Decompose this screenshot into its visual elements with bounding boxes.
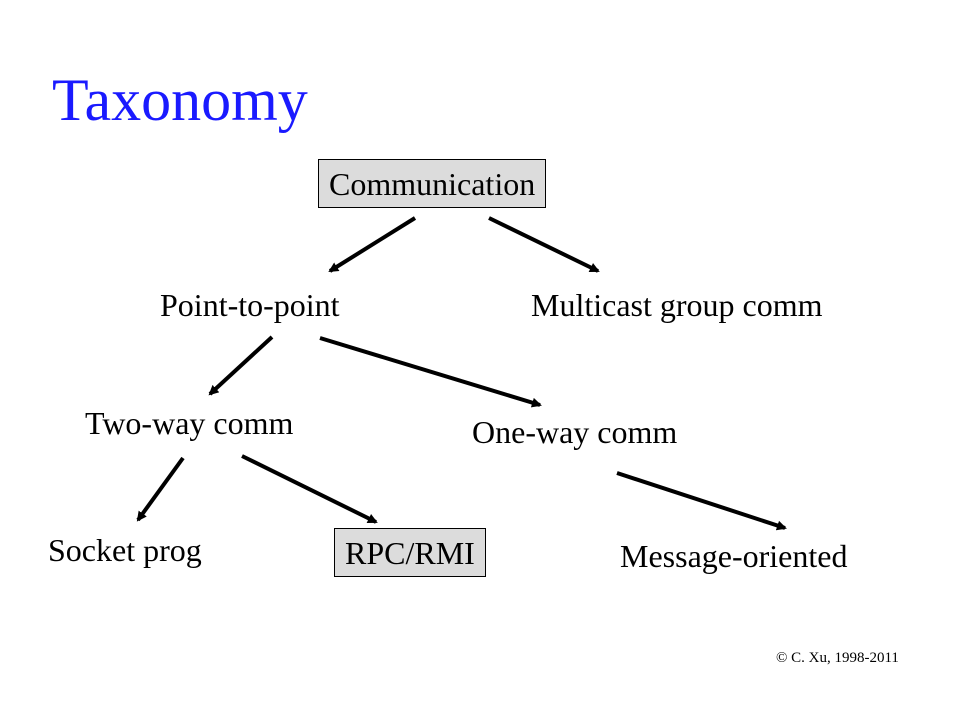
- edge-root-to-multicast: [488, 216, 600, 273]
- copyright-credit: © C. Xu, 1998-2011: [776, 650, 899, 666]
- node-one-way-comm: One-way comm: [472, 414, 678, 450]
- node-rpc-rmi: RPC/RMI: [334, 528, 486, 577]
- node-two-way-comm: Two-way comm: [85, 405, 294, 441]
- node-point-to-point: Point-to-point: [160, 287, 340, 323]
- slide-title: Taxonomy: [52, 67, 308, 133]
- node-communication: Communication: [318, 159, 547, 208]
- node-multicast-group-comm: Multicast group comm: [531, 287, 823, 323]
- edge-point-to-point-to-two-way: [208, 335, 274, 396]
- edge-two-way-to-socket: [136, 456, 185, 522]
- node-socket-prog: Socket prog: [48, 532, 202, 568]
- edge-point-to-point-to-one-way: [319, 336, 542, 408]
- node-message-oriented: Message-oriented: [620, 538, 848, 574]
- edge-root-to-point-to-point: [328, 216, 417, 273]
- edge-two-way-to-rpc: [241, 454, 378, 524]
- edge-one-way-to-message: [616, 471, 787, 531]
